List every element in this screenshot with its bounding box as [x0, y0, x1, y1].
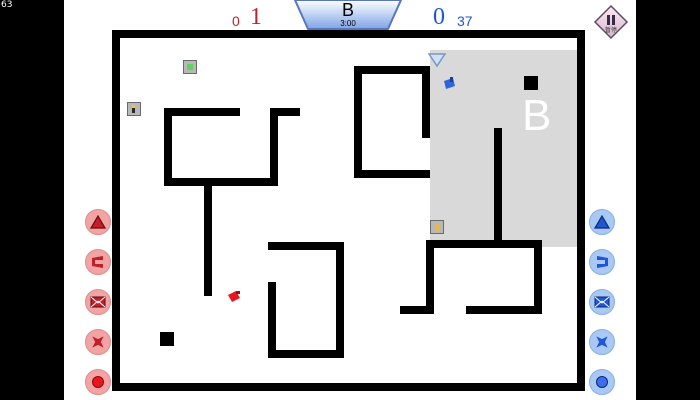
- wall: [400, 306, 434, 314]
- pause-button[interactable]: [593, 4, 629, 40]
- fps-counter: 63: [1, 0, 13, 10]
- bullet-icon: [435, 224, 440, 231]
- pillar-block: [524, 76, 538, 90]
- pause-label: 暂停: [604, 28, 617, 34]
- circle-icon: [596, 376, 608, 388]
- envelope-icon: [594, 296, 610, 308]
- dash-icon: [92, 256, 103, 268]
- triangle-icon: [90, 215, 106, 229]
- ammo-crate: [127, 102, 141, 116]
- green-pickup-icon: [187, 64, 193, 70]
- ammo-crate: [430, 220, 444, 234]
- wall: [426, 240, 434, 314]
- wall: [270, 108, 300, 116]
- wall: [270, 108, 278, 186]
- blue-ability-circle[interactable]: [589, 369, 615, 395]
- red-ability-envelope[interactable]: [85, 289, 111, 315]
- wall: [354, 66, 362, 178]
- red-secondary-score: 0: [232, 13, 240, 29]
- timer-zone-letter: B: [341, 0, 354, 20]
- timer-banner-shape: [294, 0, 402, 30]
- blue-aim-indicator-icon: [427, 53, 447, 68]
- wall: [466, 306, 542, 314]
- wall: [354, 66, 430, 74]
- wall: [164, 108, 240, 116]
- pillar-block: [160, 332, 174, 346]
- arena-floor: B: [120, 38, 577, 383]
- red-score: 1: [250, 4, 262, 30]
- wall: [164, 178, 278, 186]
- wall: [204, 186, 212, 296]
- blue-secondary-score: 37: [457, 13, 473, 29]
- triangle-icon: [594, 215, 610, 229]
- game-screen: 0 1 B 3:00 0 37: [64, 0, 636, 400]
- wall: [268, 242, 344, 250]
- blue-ability-triangle[interactable]: [589, 209, 615, 235]
- blue-player-tank-icon: [444, 77, 455, 89]
- match-timer: B 3:00: [294, 0, 402, 30]
- red-ability-triangle[interactable]: [85, 209, 111, 235]
- health-crate: [183, 60, 197, 74]
- wall: [164, 108, 172, 186]
- pause-icon: [593, 4, 629, 40]
- red-player-tank-icon: [228, 291, 240, 302]
- blue-ability-envelope[interactable]: [589, 289, 615, 315]
- blue-ability-dash[interactable]: [589, 249, 615, 275]
- envelope-icon: [90, 296, 106, 308]
- capture-zone-label: B: [522, 91, 552, 140]
- timer-countdown: 3:00: [340, 19, 356, 28]
- shuriken-icon: [596, 336, 608, 348]
- arena: B: [112, 30, 585, 391]
- wall: [494, 128, 502, 248]
- circle-icon: [92, 376, 104, 388]
- bullet-tip-icon: [132, 105, 135, 108]
- wall: [534, 240, 542, 314]
- wall: [268, 350, 344, 358]
- wall: [422, 66, 430, 138]
- wall: [336, 242, 344, 358]
- blue-score: 0: [433, 4, 445, 30]
- red-ability-shuriken[interactable]: [85, 329, 111, 355]
- wall: [268, 282, 276, 358]
- bullet-icon: [132, 105, 135, 113]
- dash-icon: [597, 256, 608, 268]
- shuriken-icon: [92, 336, 104, 348]
- wall: [426, 240, 542, 248]
- red-ability-dash[interactable]: [85, 249, 111, 275]
- red-ability-circle[interactable]: [85, 369, 111, 395]
- blue-ability-shuriken[interactable]: [589, 329, 615, 355]
- wall: [354, 170, 430, 178]
- capture-zone: [430, 50, 577, 247]
